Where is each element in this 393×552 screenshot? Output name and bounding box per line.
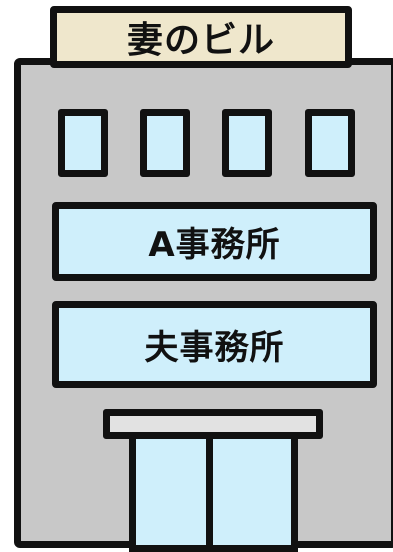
office-sign-husband: 夫事務所 [52,301,377,388]
window [140,109,190,177]
window [58,109,108,177]
entrance-door-left [129,432,219,552]
building-sign-label: 妻のビル [126,20,275,61]
office-sign-a: A事務所 [52,202,377,281]
entrance-door-right [206,432,298,552]
office-label: A事務所 [148,225,281,265]
window [305,109,355,177]
building-sign: 妻のビル [50,6,352,68]
office-label: 夫事務所 [144,328,285,368]
entrance-canopy [103,409,323,439]
window [222,109,272,177]
